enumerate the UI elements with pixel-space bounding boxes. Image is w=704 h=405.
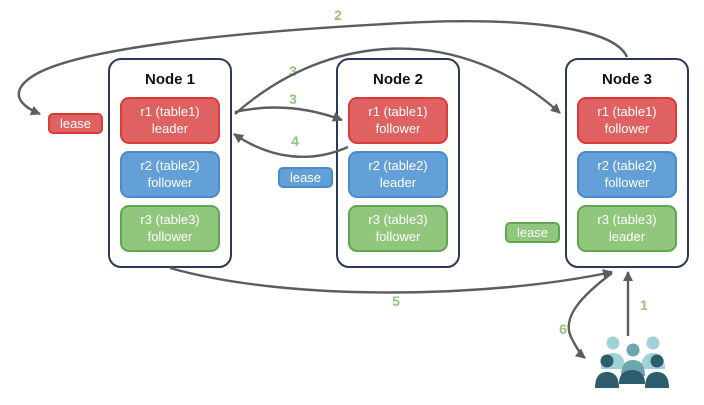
replica-role: leader [608, 228, 646, 244]
replica-r1-node2: r1 (table1) follower [348, 97, 448, 144]
node-1-box: Node 1 r1 (table1) leader r2 (table2) fo… [108, 58, 232, 268]
lease-badge-r3: lease [505, 222, 560, 243]
replica-name: r1 (table1) [368, 103, 428, 119]
step-label-3b: 3 [289, 91, 297, 107]
arrow-step5-node1-to-node3 [169, 266, 613, 294]
arrow-step3-leader-to-node2-follower [234, 106, 343, 122]
node-1-replicas: r1 (table1) leader r2 (table2) follower … [110, 97, 230, 252]
replica-role: leader [379, 174, 417, 190]
node-1-title: Node 1 [144, 71, 195, 88]
replica-role: follower [375, 120, 421, 136]
arrow-step6-leader-to-users [567, 272, 613, 359]
replica-name: r2 (table2) [368, 157, 428, 173]
users-group-icon [595, 336, 669, 388]
lease-badge-r2: lease [278, 167, 333, 188]
replica-r3-node2: r3 (table3) follower [348, 205, 448, 252]
step-label-5: 5 [392, 293, 400, 309]
node-2-title: Node 2 [372, 71, 423, 88]
replica-r1-node3: r1 (table1) follower [577, 97, 677, 144]
replica-role: follower [147, 228, 193, 244]
lease-badge-r1: lease [48, 113, 103, 134]
replica-role: leader [151, 120, 189, 136]
replica-r2-node2: r2 (table2) leader [348, 151, 448, 198]
replica-r3-node3: r3 (table3) leader [577, 205, 677, 252]
replica-role: follower [604, 174, 650, 190]
replica-role: follower [604, 120, 650, 136]
replica-r2-node1: r2 (table2) follower [120, 151, 220, 198]
replica-r2-node3: r2 (table2) follower [577, 151, 677, 198]
step-label-2: 2 [334, 7, 342, 23]
replica-name: r1 (table1) [597, 103, 657, 119]
replica-name: r2 (table2) [597, 157, 657, 173]
replica-name: r2 (table2) [140, 157, 200, 173]
replica-name: r3 (table3) [368, 211, 428, 227]
step-label-1: 1 [640, 297, 648, 313]
replica-name: r1 (table1) [140, 103, 200, 119]
step-label-4: 4 [291, 133, 299, 149]
node-2-replicas: r1 (table1) follower r2 (table2) leader … [338, 97, 458, 252]
replica-name: r3 (table3) [597, 211, 657, 227]
step-label-6: 6 [559, 321, 567, 337]
replica-r3-node1: r3 (table3) follower [120, 205, 220, 252]
node-3-replicas: r1 (table1) follower r2 (table2) followe… [567, 97, 687, 252]
replica-r1-node1: r1 (table1) leader [120, 97, 220, 144]
node-2-box: Node 2 r1 (table1) follower r2 (table2) … [336, 58, 460, 268]
node-3-title: Node 3 [601, 71, 652, 88]
node-3-box: Node 3 r1 (table1) follower r2 (table2) … [565, 58, 689, 268]
replica-role: follower [147, 174, 193, 190]
step-label-3a: 3 [289, 63, 297, 79]
replica-name: r3 (table3) [140, 211, 200, 227]
replica-role: follower [375, 228, 421, 244]
